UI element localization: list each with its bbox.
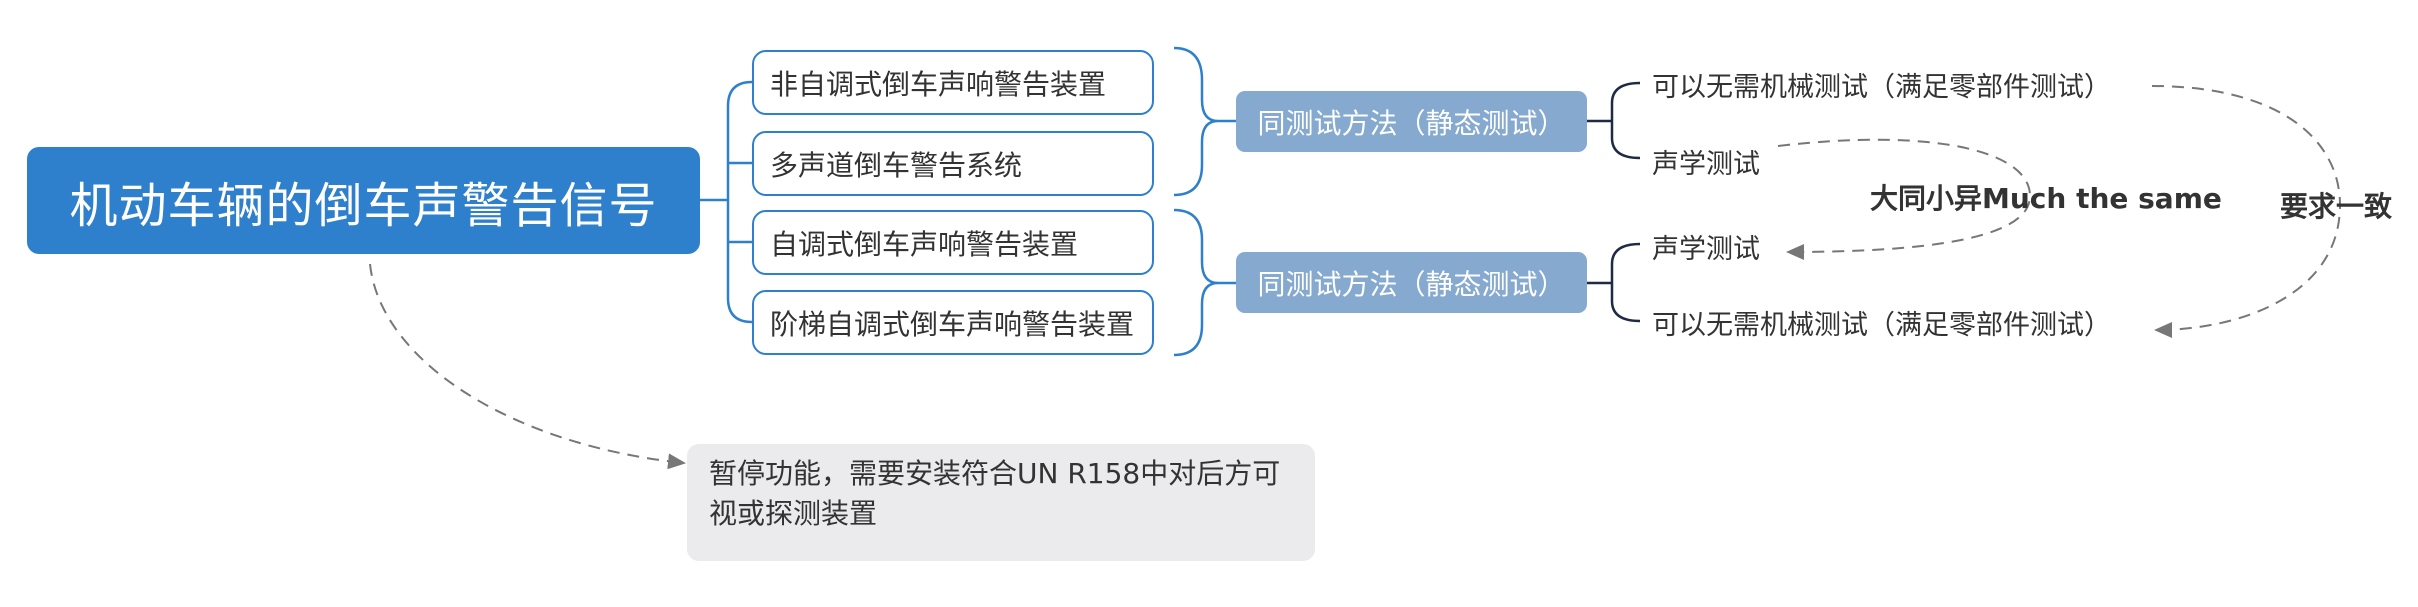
note-link (369, 263, 686, 470)
test-method-top[interactable]: 同测试方法（静态测试） (1236, 91, 1587, 152)
device-type-3[interactable]: 自调式倒车声响警告装置 (752, 210, 1154, 275)
device-type-1[interactable]: 非自调式倒车声响警告装置 (752, 50, 1154, 115)
summary-brace-bottom (1173, 208, 1219, 357)
test-bracket (1610, 242, 1641, 323)
test-item[interactable]: 声学测试 (1652, 149, 1760, 180)
similar-annotation: 大同小异Much the same (1870, 182, 2222, 215)
note-box[interactable]: 暂停功能，需要安装符合UN R158中对后方可视或探测装置 (687, 444, 1315, 561)
device-type-2[interactable]: 多声道倒车警告系统 (752, 131, 1154, 196)
test-item[interactable]: 可以无需机械测试（满足零部件测试） (1652, 72, 2111, 103)
consistent-annotation: 要求一致 (2280, 190, 2393, 223)
device-type-bracket (726, 80, 753, 324)
similar-link (1777, 138, 2032, 260)
test-method-bottom[interactable]: 同测试方法（静态测试） (1236, 252, 1587, 313)
note-text: 暂停功能，需要安装符合UN R158中对后方可视或探测装置 (709, 457, 1281, 530)
summary-brace-top (1173, 46, 1219, 197)
root-topic[interactable]: 机动车辆的倒车声警告信号 (27, 147, 700, 254)
consistent-link (2151, 85, 2342, 338)
test-item[interactable]: 可以无需机械测试（满足零部件测试） (1652, 310, 2111, 341)
device-type-4[interactable]: 阶梯自调式倒车声响警告装置 (752, 290, 1154, 355)
test-bracket (1610, 81, 1641, 160)
test-item[interactable]: 声学测试 (1652, 234, 1760, 265)
